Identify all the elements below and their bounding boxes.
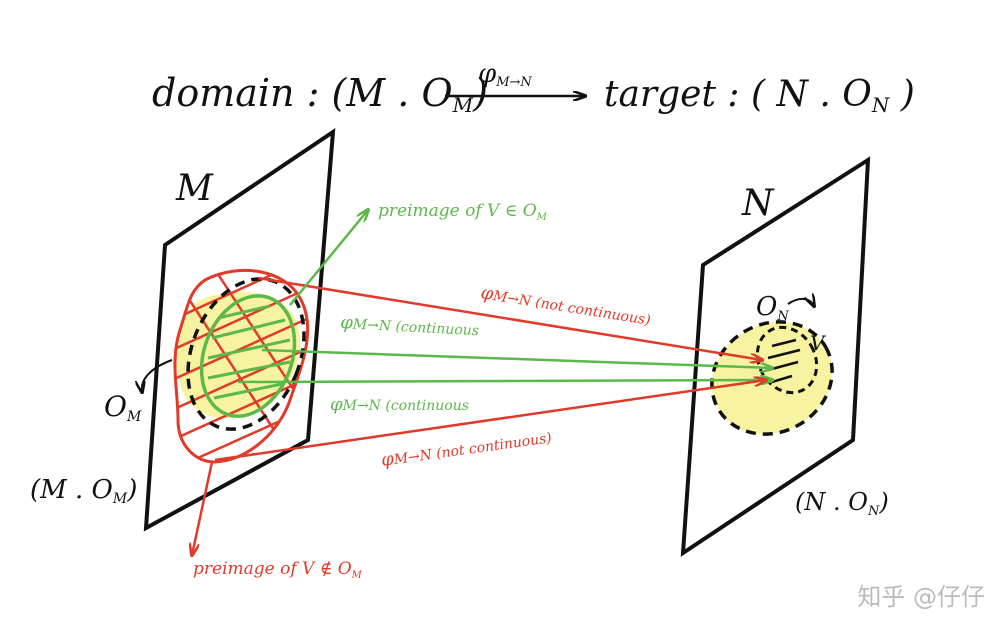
arrow-continuous-top xyxy=(261,348,772,368)
label-continuous-top: φM→N (continuous xyxy=(340,312,480,340)
open-set-m-label: OM xyxy=(104,390,142,425)
plane-m-topology-label: (M . OM) xyxy=(30,475,137,507)
open-set-n-label: ON xyxy=(756,292,789,324)
green-preimage-label: preimage of V ∈ OM xyxy=(378,201,548,223)
plane-n: N (N . ON) V ON xyxy=(680,156,889,557)
arrow-red-preimage xyxy=(192,461,214,555)
plane-m: M (M . OM) OM xyxy=(30,128,336,532)
plane-n-name: N xyxy=(741,183,775,224)
open-set-n-pointer xyxy=(787,299,814,306)
arrow-green-preimage xyxy=(289,210,368,306)
title-row: domain : (M . OM) φM→N target : ( N . ON… xyxy=(152,59,915,117)
arrow-not-continuous-top xyxy=(257,276,762,360)
domain-label: domain : (M . OM) xyxy=(152,71,488,117)
watermark: 知乎 @仔仔 xyxy=(857,583,985,611)
map-label: φM→N xyxy=(478,59,532,90)
plane-n-outline xyxy=(680,156,871,557)
v-label: V xyxy=(810,331,827,355)
mapping-arrows xyxy=(192,210,772,555)
plane-n-topology-label: (N . ON) xyxy=(795,488,889,519)
green-hatch xyxy=(207,304,291,400)
plane-m-outline xyxy=(143,128,336,532)
set-v xyxy=(755,325,819,395)
arrow-continuous-bottom xyxy=(237,380,772,382)
green-preimage xyxy=(199,294,297,418)
open-set-m-pointer xyxy=(142,359,173,392)
plane-m-name: M xyxy=(175,168,214,209)
label-not-continuous-top: φM→N (not continuous) xyxy=(479,282,652,330)
arrow-not-continuous-bottom xyxy=(214,380,766,462)
open-set-n xyxy=(710,320,834,436)
target-label: target : ( N . ON ) xyxy=(604,74,915,117)
label-continuous-bottom: φM→N (continuous xyxy=(330,394,469,415)
red-preimage-label: preimage of V ∉ OM xyxy=(193,559,363,581)
